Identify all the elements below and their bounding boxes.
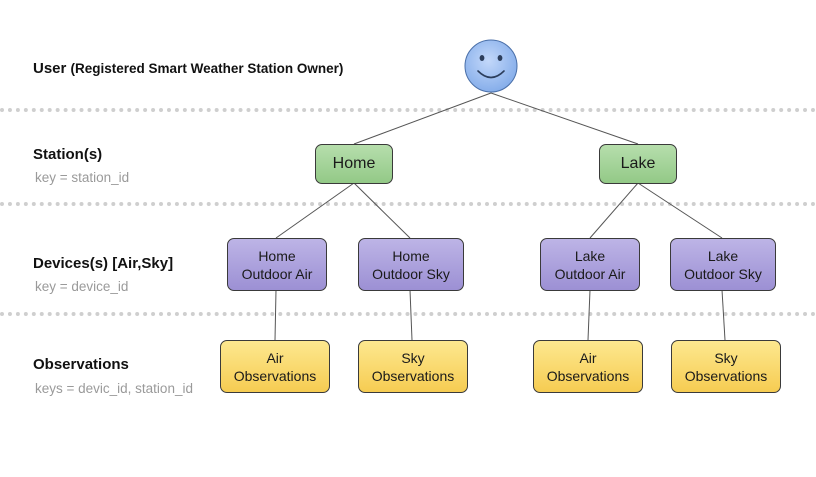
link-lake-lakesky xyxy=(637,182,723,239)
device-label-line2: Outdoor Sky xyxy=(684,265,762,282)
device-label-line1: Lake xyxy=(707,247,739,264)
device-label-line2: Outdoor Sky xyxy=(372,265,450,282)
link-lake-lakeair xyxy=(589,182,639,239)
observation-node-lake-air[interactable]: Air Observations xyxy=(533,340,643,393)
observation-node-home-air[interactable]: Air Observations xyxy=(220,340,330,393)
observation-label-line2: Observations xyxy=(371,367,455,384)
observation-label-line1: Air xyxy=(579,349,597,366)
user-level-title: User xyxy=(33,60,67,77)
link-lakesky-skyobs xyxy=(721,289,726,341)
level-separator xyxy=(0,202,816,206)
observation-label-line2: Observations xyxy=(684,367,768,384)
device-node-lake-sky[interactable]: Lake Outdoor Sky xyxy=(670,238,776,291)
link-home-homesky xyxy=(353,182,411,239)
observation-node-lake-sky[interactable]: Sky Observations xyxy=(671,340,781,393)
station-label: Home xyxy=(332,155,376,172)
observation-label-line1: Air xyxy=(266,349,284,366)
station-node-lake[interactable]: Lake xyxy=(599,144,677,184)
level-separator xyxy=(0,108,816,112)
link-user-home xyxy=(353,92,492,145)
user-level-subtitle: (Registered Smart Weather Station Owner) xyxy=(70,61,344,76)
link-homesky-skyobs xyxy=(409,289,413,341)
observation-level-key: keys = devic_id, station_id xyxy=(35,381,193,396)
link-home-homeair xyxy=(275,182,355,239)
station-label: Lake xyxy=(620,155,656,172)
station-node-home[interactable]: Home xyxy=(315,144,393,184)
link-user-lake xyxy=(490,92,639,145)
device-level-title: Devices(s) [Air,Sky] xyxy=(33,255,174,272)
device-label-line1: Home xyxy=(392,247,430,264)
device-label-line1: Home xyxy=(258,247,296,264)
link-homeair-airobs xyxy=(274,289,277,341)
observation-label-line1: Sky xyxy=(401,349,425,366)
device-node-home-sky[interactable]: Home Outdoor Sky xyxy=(358,238,464,291)
observation-label-line1: Sky xyxy=(714,349,738,366)
device-node-lake-air[interactable]: Lake Outdoor Air xyxy=(540,238,640,291)
device-label-line1: Lake xyxy=(574,247,606,264)
observation-label-line2: Observations xyxy=(233,367,317,384)
station-level-title: Station(s) xyxy=(33,146,103,163)
station-level-key: key = station_id xyxy=(35,170,130,185)
level-separator xyxy=(0,312,816,316)
observation-node-home-sky[interactable]: Sky Observations xyxy=(358,340,468,393)
device-node-home-air[interactable]: Home Outdoor Air xyxy=(227,238,327,291)
user-level-label: User (Registered Smart Weather Station O… xyxy=(33,60,343,77)
observation-label-line2: Observations xyxy=(546,367,630,384)
link-lakeair-airobs xyxy=(587,289,591,341)
device-label-line2: Outdoor Air xyxy=(554,265,626,282)
device-label-line2: Outdoor Air xyxy=(241,265,313,282)
device-level-key: key = device_id xyxy=(35,279,129,294)
observation-level-title: Observations xyxy=(33,356,129,373)
